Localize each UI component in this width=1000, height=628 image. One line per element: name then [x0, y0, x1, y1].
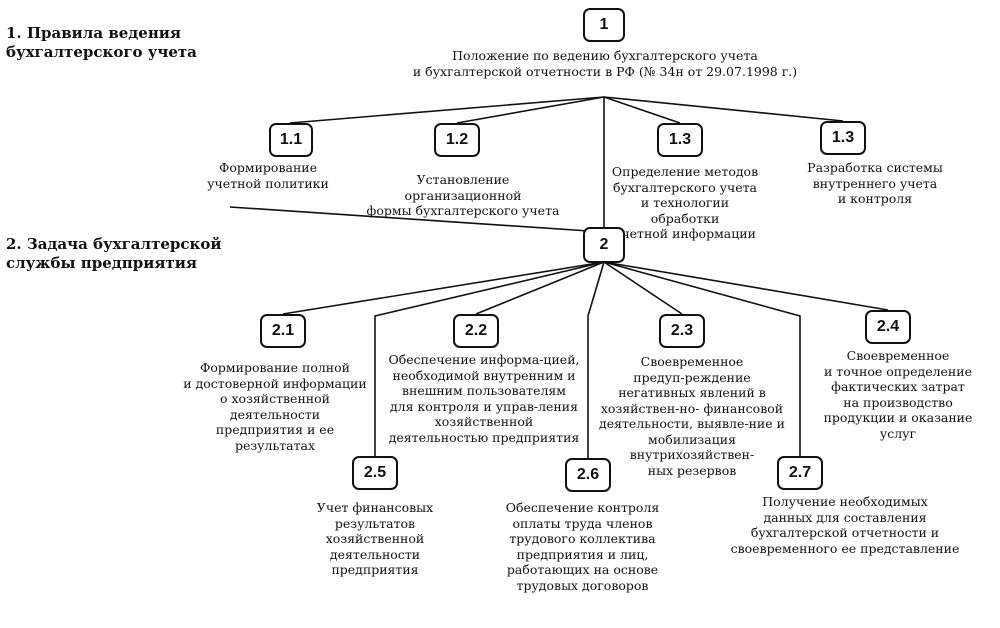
edge-1-1.1 — [289, 96, 605, 124]
node-label-2: 2 — [599, 236, 609, 253]
node-label-1.3-methods: 1.3 — [668, 131, 692, 148]
node-box-2.1: 2.1 — [260, 314, 306, 348]
node-text-2.3: Своевременное предуп-реждение негативных… — [599, 354, 785, 478]
edge-2-2.5 — [374, 261, 605, 456]
node-label-1.2: 1.2 — [445, 131, 469, 148]
node-text-2.5: Учет финансовых результатов хозяйственно… — [316, 500, 434, 577]
edge-1-1.2 — [456, 96, 605, 124]
node-label-1.3-system: 1.3 — [831, 129, 855, 146]
node-label-2.6: 2.6 — [576, 466, 600, 483]
edge-1-1.3a — [603, 96, 681, 124]
node-label-2.4: 2.4 — [876, 318, 900, 335]
node-text-1.2: Установление организационной формы бухга… — [366, 172, 560, 218]
node-box-2.4: 2.4 — [865, 310, 911, 344]
edge-1-1.3b — [603, 96, 844, 122]
edge-2-2.1 — [282, 261, 605, 315]
edge-2-2.3 — [603, 261, 683, 315]
node-label-2.2: 2.2 — [464, 322, 488, 339]
node-box-2.3: 2.3 — [659, 314, 705, 348]
node-text-1.1: Формирование учетной политики — [207, 160, 329, 191]
node-text-2.2: Обеспечение информа-цией, необходимой вн… — [388, 352, 580, 445]
node-box-2.5: 2.5 — [352, 456, 398, 490]
node-label-1: 1 — [599, 16, 609, 33]
node-text-2.7: Получение необходимых данных для составл… — [730, 494, 960, 556]
edge-2-2.6 — [587, 261, 605, 458]
section-heading-rules: 1. Правила ведения бухгалтерского учета — [6, 24, 197, 61]
node-box-1.1: 1.1 — [269, 123, 313, 157]
node-label-2.3: 2.3 — [670, 322, 694, 339]
node-box-1.3-methods: 1.3 — [657, 123, 703, 157]
node-text-2.4: Своевременное и точное определение факти… — [823, 348, 973, 441]
node-box-1: 1 — [583, 8, 625, 42]
node-text-1: Положение по ведению бухгалтерского учет… — [412, 48, 798, 79]
section-heading-tasks: 2. Задача бухгалтерской службы предприят… — [6, 235, 222, 272]
edge-cross — [229, 206, 605, 233]
node-text-1.3-methods: Определение методов бухгалтерского учета… — [611, 164, 759, 241]
node-label-2.7: 2.7 — [788, 464, 812, 481]
node-box-2.7: 2.7 — [777, 456, 823, 490]
node-label-2.5: 2.5 — [363, 464, 387, 481]
node-label-1.1: 1.1 — [279, 131, 303, 148]
node-box-2.6: 2.6 — [565, 458, 611, 492]
node-box-1.2: 1.2 — [434, 123, 480, 157]
node-text-2.1: Формирование полной и достоверной информ… — [183, 360, 367, 453]
edge-2-2.4 — [603, 261, 889, 311]
edge-2-2.2 — [475, 261, 605, 315]
node-label-2.1: 2.1 — [271, 322, 295, 339]
node-text-1.3-system: Разработка системы внутреннего учета и к… — [807, 160, 943, 206]
node-text-2.6: Обеспечение контроля оплаты труда членов… — [505, 500, 660, 593]
edge-2-2.7 — [603, 261, 801, 456]
node-box-2.2: 2.2 — [453, 314, 499, 348]
node-box-1.3-system: 1.3 — [820, 121, 866, 155]
node-box-2: 2 — [583, 227, 625, 263]
